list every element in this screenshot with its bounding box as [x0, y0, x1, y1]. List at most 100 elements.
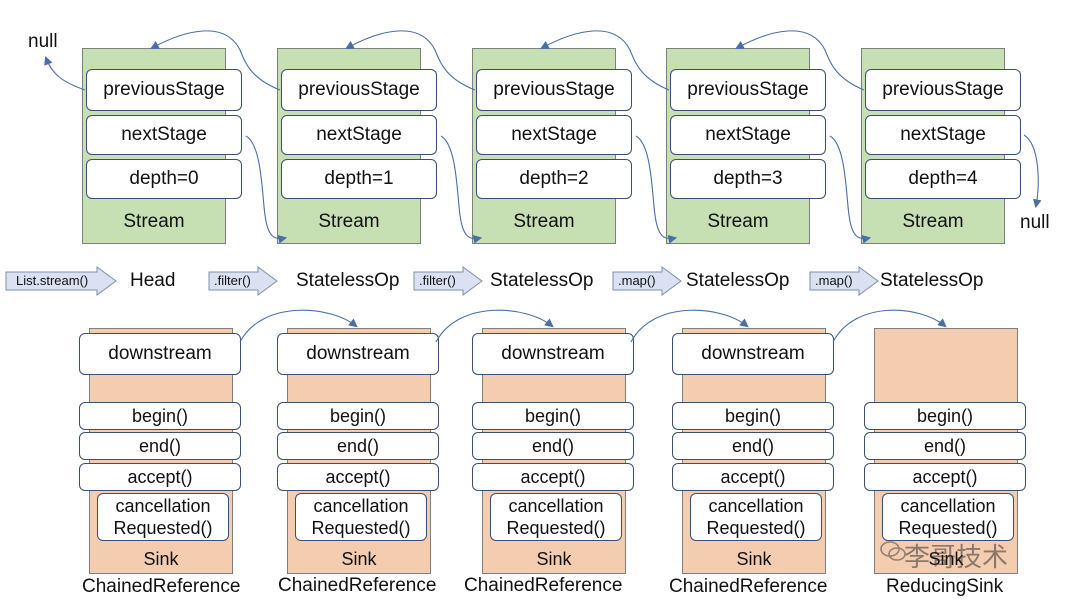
depth-field: depth=1 — [281, 159, 437, 199]
field-text: depth=0 — [129, 168, 199, 189]
field-text: accept() — [912, 467, 978, 487]
field-text: accept() — [720, 467, 786, 487]
field-text: nextStage — [316, 124, 402, 145]
previous-stage-field: previousStage — [86, 69, 242, 111]
previous-stage-arrow — [540, 30, 670, 91]
field-text: end() — [336, 436, 380, 456]
downstream-arrow — [435, 309, 554, 343]
depth-field: depth=4 — [865, 159, 1021, 199]
wechat-icon — [880, 541, 906, 561]
field-text: end() — [923, 436, 967, 456]
begin-method: begin() — [79, 402, 241, 430]
begin-method: begin() — [672, 402, 834, 430]
field-text: Requested() — [506, 518, 606, 538]
stream-stage-4: previousStage nextStage depth=4 Stream — [861, 48, 1021, 244]
next-stage-field: nextStage — [86, 115, 242, 155]
sink-type-label: ReducingSink — [886, 576, 1004, 597]
accept-method: accept() — [864, 463, 1026, 491]
sink-0: downstream begin() end() accept() cancel… — [79, 328, 241, 574]
field-text: nextStage — [121, 124, 207, 145]
sink-type-label: ChainedReference — [278, 575, 437, 596]
sink-3: downstream begin() end() accept() cancel… — [672, 328, 834, 574]
stream-stage-1: previousStage nextStage depth=1 Stream — [277, 48, 437, 244]
stream-stage-2: previousStage nextStage depth=2 Stream — [472, 48, 632, 244]
begin-method: begin() — [864, 402, 1026, 430]
sink-1: downstream begin() end() accept() cancel… — [277, 328, 439, 574]
stage-type-label: StatelessOp — [296, 270, 400, 291]
sink-type-label: ChainedReference — [464, 575, 623, 596]
stage-type-label: StatelessOp — [490, 270, 594, 291]
field-text: accept() — [520, 467, 586, 487]
sink-label: Sink — [736, 549, 772, 569]
field-text: previousStage — [103, 79, 225, 100]
field-text: nextStage — [705, 124, 791, 145]
field-text: previousStage — [493, 79, 615, 100]
field-text: begin() — [724, 406, 782, 426]
downstream-arrow — [239, 309, 358, 343]
previous-stage-field: previousStage — [670, 69, 826, 111]
field-text: end() — [138, 436, 182, 456]
watermark-text: 李哥技术 — [904, 542, 1009, 572]
field-text: cancellation — [508, 496, 604, 516]
field-text: previousStage — [687, 79, 809, 100]
op-label: .filter() — [419, 273, 456, 288]
previous-stage-field: previousStage — [865, 69, 1021, 111]
depth-field: depth=0 — [86, 159, 242, 199]
end-method: end() — [864, 432, 1026, 460]
stream-stage-0: previousStage nextStage depth=0 Stream — [82, 48, 242, 244]
field-text: end() — [731, 436, 775, 456]
stream-label: Stream — [318, 211, 380, 232]
begin-method: begin() — [277, 402, 439, 430]
accept-method: accept() — [79, 463, 241, 491]
field-text: downstream — [306, 343, 410, 364]
depth-field: depth=3 — [670, 159, 826, 199]
op-label: List.stream() — [16, 273, 89, 288]
previous-stage-field: previousStage — [281, 69, 437, 111]
op-arrow-filter-1: .filter() — [208, 266, 278, 296]
previous-stage-arrow — [345, 30, 476, 91]
field-text: begin() — [329, 406, 387, 426]
sink-type-label: ChainedReference — [82, 576, 241, 597]
stage-type-label: StatelessOp — [880, 270, 984, 291]
field-text: Requested() — [898, 518, 998, 538]
downstream-field: downstream — [277, 333, 439, 375]
field-text: end() — [531, 436, 575, 456]
previous-stage-arrow — [150, 30, 281, 91]
downstream-field: downstream — [472, 333, 634, 375]
sink-label: Sink — [143, 549, 179, 569]
field-text: accept() — [325, 467, 391, 487]
op-label: .map() — [815, 273, 853, 288]
field-text: depth=2 — [519, 168, 589, 189]
field-text: previousStage — [298, 79, 420, 100]
stage-type-label: Head — [130, 270, 176, 291]
field-text: begin() — [916, 406, 974, 426]
field-text: depth=1 — [324, 168, 394, 189]
field-text: cancellation — [900, 496, 996, 516]
field-text: cancellation — [115, 496, 211, 516]
field-text: downstream — [108, 343, 212, 364]
op-arrow-list-stream: List.stream() — [5, 266, 117, 296]
field-text: Requested() — [113, 518, 213, 538]
field-text: downstream — [701, 343, 805, 364]
end-method: end() — [672, 432, 834, 460]
null-label-right: null — [1020, 212, 1050, 233]
end-method: end() — [472, 432, 634, 460]
field-text: begin() — [131, 406, 189, 426]
next-stage-field: nextStage — [281, 115, 437, 155]
stream-stage-3: previousStage nextStage depth=3 Stream — [666, 48, 826, 244]
next-stage-arrow — [1023, 134, 1042, 209]
next-stage-arrow — [635, 135, 678, 244]
downstream-field: downstream — [79, 333, 241, 375]
next-stage-arrow — [440, 135, 483, 244]
stream-label: Stream — [707, 211, 769, 232]
field-text: begin() — [524, 406, 582, 426]
field-text: cancellation — [708, 496, 804, 516]
previous-stage-arrow — [735, 30, 865, 91]
sink-2: downstream begin() end() accept() cancel… — [472, 328, 634, 574]
field-text: cancellation — [313, 496, 409, 516]
